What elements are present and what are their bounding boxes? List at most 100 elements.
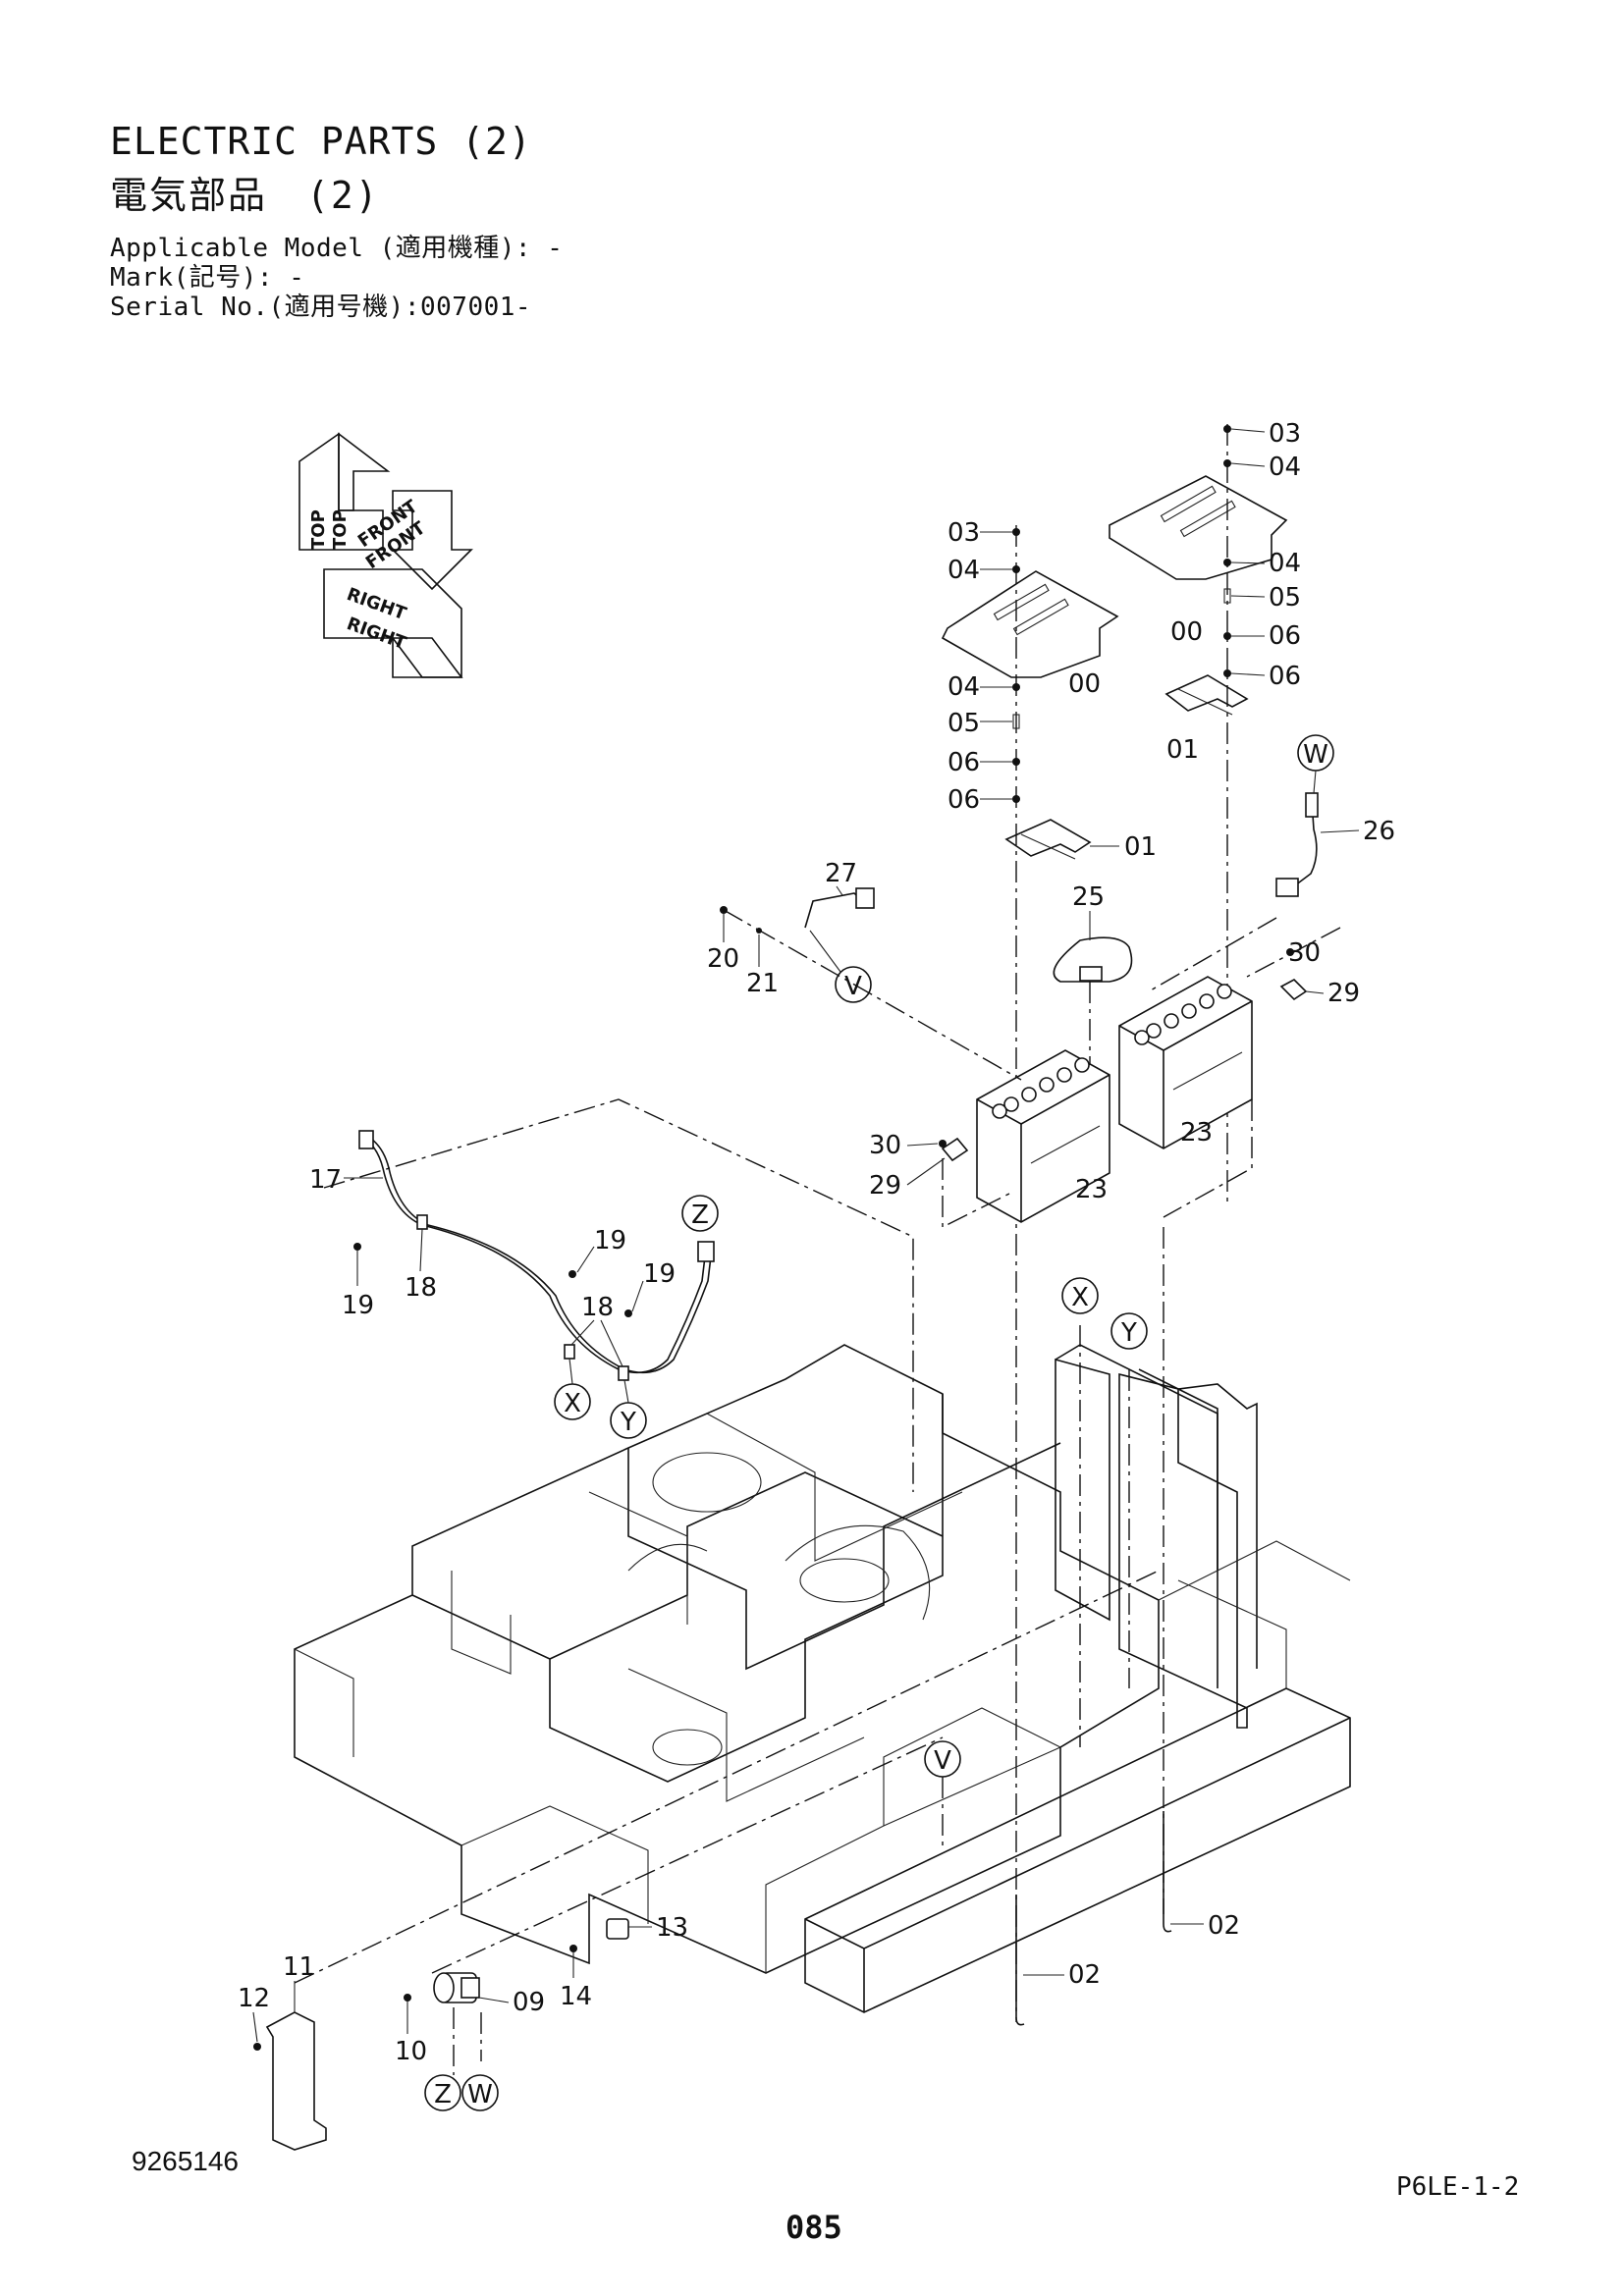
battery-left xyxy=(976,1049,1110,1223)
connector-x-frame: X xyxy=(1061,1277,1099,1314)
callout-12: 12 xyxy=(238,1984,270,2013)
callout-29-right: 29 xyxy=(1327,979,1360,1008)
callout-14: 14 xyxy=(560,1982,592,2011)
harness-terminal-z xyxy=(697,1241,715,1262)
callout-18-upper: 18 xyxy=(405,1273,437,1303)
cover-11 xyxy=(265,2011,327,2151)
page-title-japanese: 電気部品 (2) xyxy=(110,174,380,217)
right-boundary-top xyxy=(1246,927,1341,978)
right-pillar-frame xyxy=(1055,1344,1258,1729)
routing-line-mid xyxy=(431,1736,944,1974)
applicable-model: Applicable Model (適用機種): - xyxy=(110,234,564,263)
hardware-stack-right xyxy=(1223,425,1231,677)
battery-clamp-left xyxy=(1004,819,1092,860)
orientation-indicator: TOP TOP FRONT FRONT RIGHT RIGHT xyxy=(298,432,473,678)
callout-01-left: 01 xyxy=(1124,832,1157,862)
callout-06-left-b: 06 xyxy=(947,785,980,815)
callout-11: 11 xyxy=(283,1952,315,1982)
connector-v-top: V xyxy=(835,966,872,1003)
page-code: P6LE-1-2 xyxy=(1396,2172,1520,2202)
link-terminal xyxy=(1079,966,1103,982)
connector-y-harness: Y xyxy=(610,1402,647,1439)
callout-00-right: 00 xyxy=(1170,617,1203,647)
harness-17-inner xyxy=(370,1138,712,1374)
callout-00-left: 00 xyxy=(1068,669,1101,699)
cable-26-terminal-lower xyxy=(1275,878,1299,897)
callout-30-left: 30 xyxy=(869,1131,901,1160)
drawing-number: 9265146 xyxy=(132,2146,240,2176)
callout-23-left: 23 xyxy=(1075,1175,1108,1204)
svg-text:V: V xyxy=(844,972,862,1001)
callout-06-right-b: 06 xyxy=(1269,662,1301,691)
callout-29-left: 29 xyxy=(869,1171,901,1201)
routing-line-lower xyxy=(294,1570,1160,1984)
page-number: 085 xyxy=(785,2209,842,2246)
j-bolt-right xyxy=(1163,1811,1172,1933)
svg-text:W: W xyxy=(1303,740,1328,770)
cable-27-centerline xyxy=(723,909,1022,1081)
connector-w-bottom: W xyxy=(461,2074,499,2111)
callout-03-left: 03 xyxy=(947,518,980,548)
connector-y-frame: Y xyxy=(1110,1312,1148,1350)
callout-04-left-top: 04 xyxy=(947,556,980,585)
battery-clamp-right xyxy=(1164,674,1249,716)
lower-frame xyxy=(804,1540,1351,2013)
connector-markers: W V Z X Y X Y V xyxy=(424,734,1334,2111)
battery-right xyxy=(1118,976,1253,1149)
callout-19-right: 19 xyxy=(643,1259,676,1289)
serial-number: Serial No.(適用号機):007001- xyxy=(110,293,532,322)
bracket-left xyxy=(941,1137,969,1162)
battery-link-cable xyxy=(1053,936,1133,983)
cable-26-terminal xyxy=(1305,792,1319,818)
orient-top: TOP xyxy=(308,509,329,550)
svg-text:Y: Y xyxy=(1120,1318,1137,1348)
callout-17: 17 xyxy=(309,1165,342,1195)
connector-z-top: Z xyxy=(681,1195,719,1232)
callout-13: 13 xyxy=(656,1913,688,1943)
upper-frame xyxy=(294,1344,1160,1974)
connector-z-bottom: Z xyxy=(424,2074,461,2111)
callout-04-left: 04 xyxy=(947,672,980,702)
harness-17 xyxy=(364,1138,706,1374)
clip-18-right xyxy=(618,1365,629,1381)
callout-02-right: 02 xyxy=(1208,1911,1240,1941)
callout-26: 26 xyxy=(1363,817,1395,846)
callout-01-right: 01 xyxy=(1166,735,1199,765)
callout-19-left: 19 xyxy=(342,1291,374,1320)
callout-27: 27 xyxy=(825,859,857,888)
component-13 xyxy=(606,1918,629,1940)
callout-25: 25 xyxy=(1072,882,1105,912)
callout-02-left: 02 xyxy=(1068,1960,1101,1990)
svg-text:W: W xyxy=(467,2080,493,2109)
callout-04-right: 04 xyxy=(1269,549,1301,578)
battery-cover-right xyxy=(1109,475,1288,580)
callout-05-right: 05 xyxy=(1269,583,1301,613)
battery-cover-left xyxy=(941,570,1119,678)
callout-18-lower: 18 xyxy=(581,1293,614,1322)
svg-text:V: V xyxy=(934,1746,951,1776)
clip-18-left xyxy=(564,1344,575,1360)
callout-06-right-a: 06 xyxy=(1269,621,1301,651)
svg-text:X: X xyxy=(1071,1283,1089,1312)
harness-terminal xyxy=(358,1130,374,1149)
cable-27-terminal xyxy=(855,887,875,909)
connector-w-top: W xyxy=(1297,734,1334,772)
callout-23-right: 23 xyxy=(1180,1118,1213,1148)
callout-10: 10 xyxy=(395,2037,427,2066)
cable-26-centerline xyxy=(1148,917,1277,992)
callout-20: 20 xyxy=(707,944,739,974)
callout-09: 09 xyxy=(513,1988,545,2017)
svg-text:Z: Z xyxy=(434,2080,452,2109)
mark: Mark(記号): - xyxy=(110,263,305,293)
callout-05-left: 05 xyxy=(947,709,980,738)
callout-03-right: 03 xyxy=(1269,419,1301,449)
right-boundary xyxy=(1163,1099,1253,1218)
relay-09 xyxy=(433,1972,480,2003)
callout-19-mid: 19 xyxy=(594,1226,626,1255)
connector-x-harness: X xyxy=(554,1383,591,1420)
svg-text:X: X xyxy=(564,1389,581,1418)
svg-text:Z: Z xyxy=(691,1201,709,1230)
page-title: ELECTRIC PARTS (2) xyxy=(110,120,532,163)
bracket-right xyxy=(1279,979,1308,1001)
